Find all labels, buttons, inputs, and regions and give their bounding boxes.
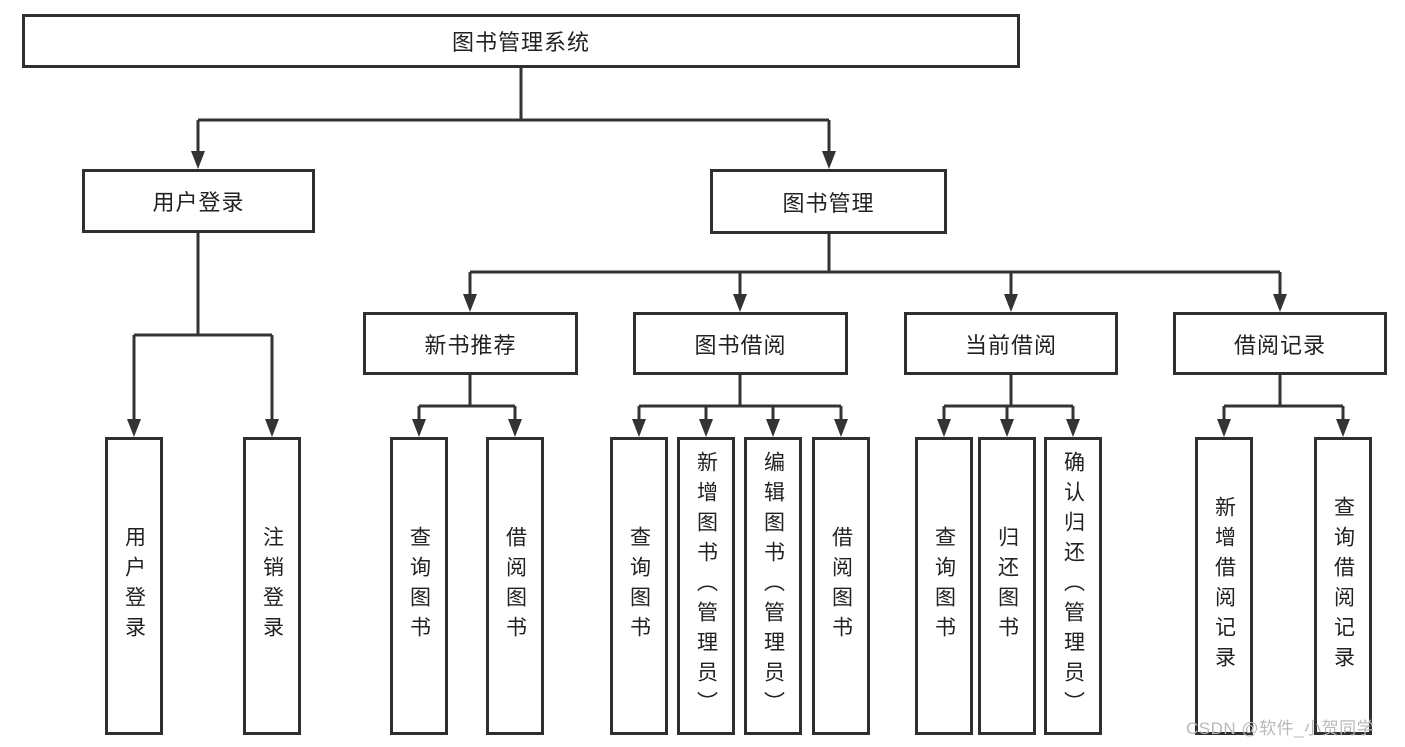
node-label: 查询借阅记录 (1331, 496, 1355, 676)
leaf-edit-books-admin: 编辑图书（管理员） (744, 437, 802, 735)
node-label: 借阅图书 (503, 526, 527, 646)
leaf-add-borrow-record: 新增借阅记录 (1195, 437, 1253, 735)
node-label: 编辑图书（管理员） (761, 451, 785, 721)
node-label: 新增图书（管理员） (694, 451, 718, 721)
node-user-login: 用户登录 (82, 169, 315, 233)
leaf-query-books-current: 查询图书 (915, 437, 973, 735)
node-label: 查询图书 (627, 526, 651, 646)
node-label: 借阅记录 (1233, 332, 1326, 358)
leaf-query-borrow-record: 查询借阅记录 (1314, 437, 1372, 735)
leaf-query-books-borrow: 查询图书 (610, 437, 668, 735)
leaf-return-books: 归还图书 (978, 437, 1036, 735)
leaf-borrow-books: 借阅图书 (812, 437, 870, 735)
node-label: 确认归还（管理员） (1061, 451, 1085, 721)
connector-segments (132, 68, 1345, 422)
leaf-query-books-recommend: 查询图书 (390, 437, 448, 735)
node-library-management-system: 图书管理系统 (22, 14, 1020, 68)
node-borrowing-records: 借阅记录 (1173, 312, 1387, 375)
node-label: 用户登录 (122, 526, 146, 646)
node-label: 借阅图书 (829, 526, 853, 646)
node-label: 查询图书 (932, 526, 956, 646)
leaf-borrow-books-recommend: 借阅图书 (486, 437, 544, 735)
node-label: 用户登录 (152, 190, 245, 215)
node-label: 图书管理 (782, 190, 875, 216)
node-book-management: 图书管理 (710, 169, 947, 234)
node-label: 当前借阅 (964, 332, 1057, 358)
watermark: CSDN @软件_小贺同学 (1186, 719, 1375, 738)
node-label: 查询图书 (407, 526, 431, 646)
leaf-confirm-return-admin: 确认归还（管理员） (1044, 437, 1102, 735)
leaf-logout: 注销登录 (243, 437, 301, 735)
node-book-borrowing: 图书借阅 (633, 312, 848, 375)
node-label: 图书借阅 (694, 332, 787, 358)
node-label: 新增借阅记录 (1212, 496, 1236, 676)
leaf-add-books-admin: 新增图书（管理员） (677, 437, 735, 735)
node-label: 图书管理系统 (451, 30, 590, 55)
node-new-book-recommendation: 新书推荐 (363, 312, 578, 375)
leaf-user-login: 用户登录 (105, 437, 163, 735)
node-label: 注销登录 (260, 526, 284, 646)
arrowheads (127, 151, 1350, 437)
node-current-borrowing: 当前借阅 (904, 312, 1118, 375)
node-label: 新书推荐 (424, 332, 517, 358)
node-label: 归还图书 (995, 526, 1019, 646)
